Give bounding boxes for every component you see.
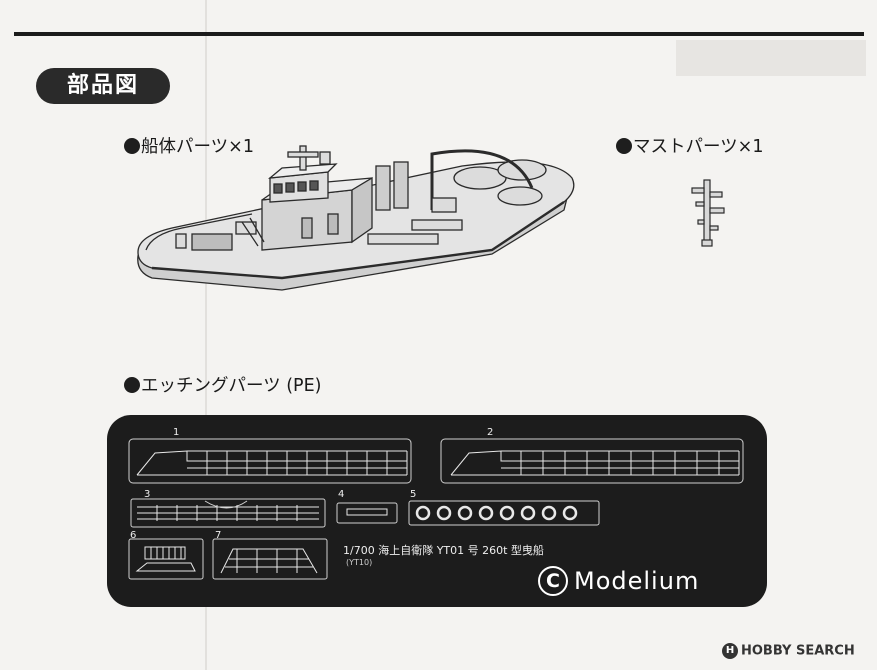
pe-part-number: 3 xyxy=(144,489,151,500)
bullet-icon xyxy=(124,138,140,154)
pe-part-number: 4 xyxy=(338,489,345,500)
mast-part-illustration xyxy=(691,179,725,247)
photo-etch-sheet: 1 2 3 4 5 6 7 xyxy=(107,415,767,607)
pe-sheet-caption: 1/700 海上自衛隊 YT01 号 260t 型曳船 xyxy=(343,544,544,557)
section-badge: 部品図 xyxy=(36,68,170,104)
tugboat-hull-illustration xyxy=(137,145,575,291)
pe-sheet-subcaption: (YT10) xyxy=(346,558,373,567)
mast-parts-label: マストパーツ×1 xyxy=(633,137,764,157)
brand-name: Modelium xyxy=(574,567,700,595)
pe-parts-label: エッチングパーツ (PE) xyxy=(141,376,322,396)
pe-part-number: 7 xyxy=(215,530,222,541)
hull-parts-heading: 船体パーツ×1 xyxy=(124,133,254,158)
page-fold-crease xyxy=(205,0,207,670)
pe-part-number: 1 xyxy=(173,427,180,438)
pe-parts-heading: エッチングパーツ (PE) xyxy=(124,372,321,397)
pe-parts-drawing xyxy=(128,438,744,580)
pe-part-number: 6 xyxy=(130,530,137,541)
show-through-block xyxy=(676,40,866,76)
copyright-circle-icon: C xyxy=(538,566,568,596)
pe-part-number: 2 xyxy=(487,427,494,438)
hobby-search-logo-icon: H xyxy=(722,643,738,659)
mast-parts-heading: マストパーツ×1 xyxy=(616,133,763,158)
top-rule xyxy=(14,32,864,36)
pe-part-number: 5 xyxy=(410,489,417,500)
bullet-icon xyxy=(616,138,632,154)
hull-parts-label: 船体パーツ×1 xyxy=(141,137,254,157)
bullet-icon xyxy=(124,377,140,393)
watermark-text: HOBBY SEARCH xyxy=(741,643,855,659)
